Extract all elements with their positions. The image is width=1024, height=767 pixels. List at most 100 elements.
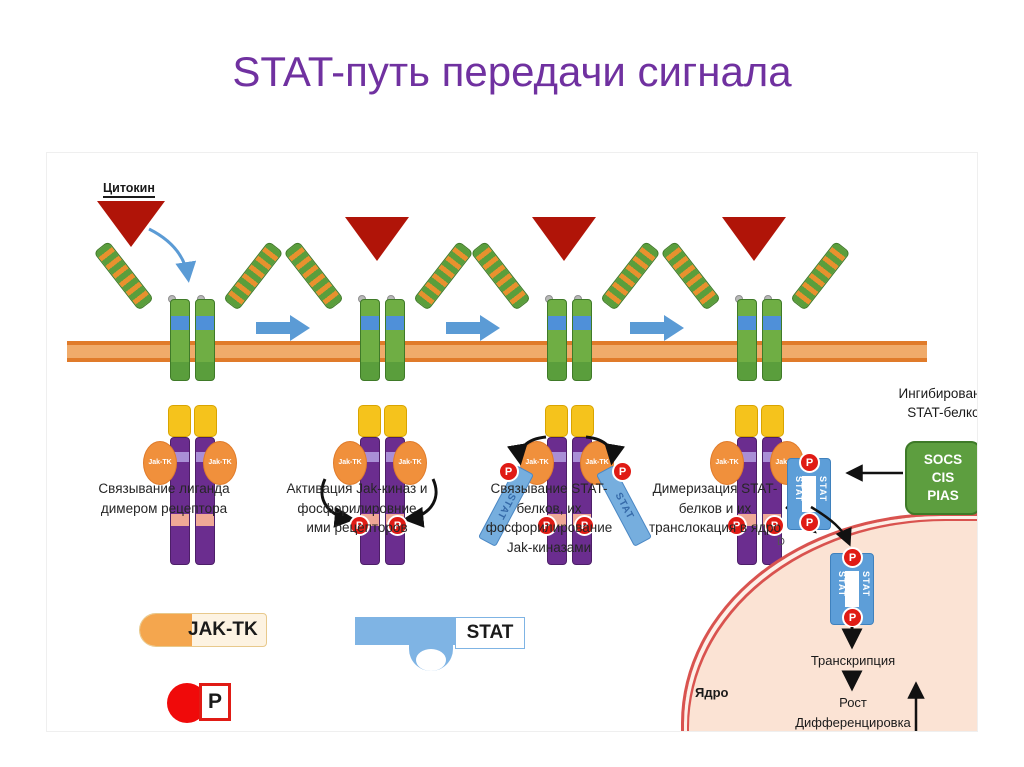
phosphate-label: P — [848, 611, 857, 624]
step-arrow-3 — [630, 315, 684, 341]
phosphate-label: P — [580, 519, 589, 532]
stat-icon-cut — [416, 649, 446, 671]
receptor-complex-step2: Jak-TK Jak-TK P P — [283, 217, 474, 565]
legend-jak-tk: JAK-TK — [139, 613, 267, 647]
stat-dimer-cytoplasm: STAT STAT P P — [787, 452, 831, 533]
caption-line: транслокация в ядро — [648, 520, 782, 536]
phosphate-marker: P — [764, 515, 785, 536]
plasma-membrane — [67, 341, 927, 362]
receptor-stalk-left — [170, 299, 190, 381]
transmembrane-domain-right — [761, 405, 784, 437]
phosphate-marker: P — [799, 512, 820, 533]
receptor-stalk-right — [385, 299, 405, 381]
caption-line: фосфорилирование — [485, 520, 613, 536]
inhibition-title-line2: STAT-белков — [907, 404, 977, 420]
jak-kinase-label: Jak-TK — [715, 459, 739, 467]
receptor-arm-right — [790, 240, 851, 311]
jak-kinase-right: Jak-TK — [203, 441, 237, 485]
inhibition-title: Ингибирование STAT-белков — [859, 385, 977, 423]
stat-dimer-label-left: STAT — [794, 476, 804, 503]
phosphorylation-arrow-left — [320, 478, 356, 528]
stat-dimer-label-left: STAT — [837, 571, 847, 598]
caption-line: Активация Jak-киназ и — [286, 481, 428, 496]
cytokine-binding-arrow — [148, 227, 197, 283]
transmembrane-domain-left — [168, 405, 191, 437]
receptor-stalk-left — [737, 299, 757, 381]
phosphate-marker: P — [799, 452, 820, 473]
phosphate-label: P — [770, 519, 779, 532]
transmembrane-domain-left — [735, 405, 758, 437]
caption-line: белков, их — [516, 500, 582, 516]
step-arrow-1 — [256, 315, 310, 341]
legend-stat-label: STAT — [466, 622, 514, 643]
caption-line: фосфорилировние — [297, 500, 417, 516]
receptor-complex-step4: Jak-TK Jak-TK P P — [660, 217, 851, 565]
caption-line: белков и их — [678, 500, 752, 516]
stat-dimer-label-right: STAT — [861, 571, 871, 598]
phosphate-marker: P — [349, 515, 370, 536]
page-title: STAT-путь передачи сигнала — [232, 48, 792, 95]
transmembrane-domain-right — [571, 405, 594, 437]
cis-item: CIS — [931, 469, 955, 485]
transcription-arrow — [841, 627, 863, 650]
receptor-stalk-left — [547, 299, 567, 381]
caption-line: димером рецептора — [100, 500, 228, 516]
transmembrane-domain-right — [384, 405, 407, 437]
stat-recruit-arrow-right — [585, 435, 626, 466]
stat-recruit-arrow-left — [506, 435, 547, 466]
jak-kinase-left: Jak-TK — [143, 441, 177, 485]
receptor-complex-step1: Jak-TK Jak-TK — [93, 225, 284, 565]
phosphate-marker: P — [726, 515, 747, 536]
dimer-marker-d: D — [777, 536, 785, 548]
receptor-arm-left — [93, 240, 154, 311]
jak-kinase-label: Jak-TK — [585, 459, 609, 467]
phosphate-marker: P — [536, 515, 557, 536]
receptor-arm-left — [660, 240, 721, 311]
jak-tk-icon — [140, 614, 192, 646]
receptor-arm-right — [413, 240, 474, 311]
pias-item: PIAS — [927, 488, 959, 504]
receptor-arm-right — [223, 240, 284, 311]
jak-kinase-label: Jak-TK — [338, 459, 362, 467]
receptor-stalk-right — [195, 299, 215, 381]
phosphate-label: P — [355, 519, 364, 532]
receptor-stalk-right — [762, 299, 782, 381]
cytokine-bound-icon — [345, 217, 409, 261]
step-caption-4: Димеризация STAT- белков и их транслокац… — [631, 479, 799, 538]
socs-inhibition-arrow — [845, 464, 903, 482]
jak-kinase-label: Jak-TK — [148, 459, 172, 467]
growth-arrow — [841, 670, 863, 692]
transcription-label: Транскрипция — [810, 653, 896, 668]
transmembrane-domain-left — [545, 405, 568, 437]
jak-kinase-left: Jak-TK — [710, 441, 744, 485]
step-caption-1: Связывание лиганда димером рецептора — [69, 479, 259, 518]
legend-phosphate-label: P — [207, 690, 222, 713]
socs-inhibitor-box: SOCS CIS PIAS — [905, 441, 977, 515]
stat-dimer-gap — [802, 476, 816, 512]
phosphate-label: P — [618, 465, 627, 478]
receptor-arm-left — [470, 240, 531, 311]
stat-dimer-nucleus: STAT STAT P P — [830, 547, 874, 628]
stat-dimer-label-right: STAT — [818, 476, 828, 503]
step-caption-2: Активация Jak-киназ и фосфорилировние им… — [259, 479, 455, 538]
caption-line: ими рецепторов — [306, 520, 408, 536]
phosphate-label: P — [805, 516, 814, 529]
nucleus-region — [647, 483, 977, 731]
phosphate-label: P — [805, 456, 814, 469]
phosphate-label: P — [542, 519, 551, 532]
phosphate-marker: P — [498, 461, 519, 482]
caption-line: Jak-киназами — [506, 539, 592, 555]
transmembrane-domain-left — [358, 405, 381, 437]
pathway-diagram: Цитокин Jak-TK Jak-TK — [46, 152, 978, 732]
caption-line: Связывание STAT- — [490, 481, 608, 496]
receptor-stalk-right — [572, 299, 592, 381]
legend-stat-label-box: STAT — [455, 617, 525, 649]
legend-phosphate-box: P — [199, 683, 231, 721]
phosphorylation-arrow-right — [402, 478, 438, 528]
jak-kinase-label: Jak-TK — [208, 459, 232, 467]
cytokine-bound-icon — [722, 217, 786, 261]
phosphate-marker: P — [574, 515, 595, 536]
inhibition-title-line1: Ингибирование — [898, 386, 977, 401]
cytokine-label: Цитокин — [103, 181, 155, 198]
differentiation-label: Дифференцировка — [795, 715, 911, 730]
